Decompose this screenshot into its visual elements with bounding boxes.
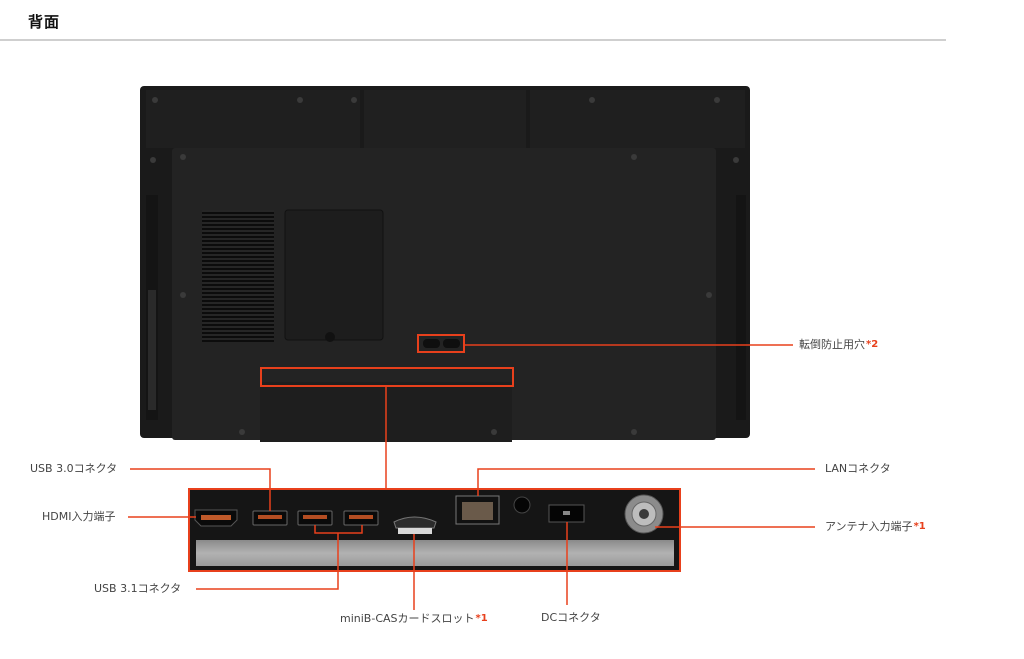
anti-tip-hole-left (423, 339, 440, 348)
connector-area-highlight (260, 367, 514, 387)
lan-label: LANコネクタ (825, 462, 891, 475)
upper-left-panel (146, 90, 360, 148)
page-title: 背面 (28, 13, 61, 31)
minibcas-slot (393, 516, 437, 529)
access-door (284, 209, 384, 341)
usb30-label: USB 3.0コネクタ (30, 462, 118, 475)
monitor-rear (140, 86, 750, 442)
lan-leader (477, 468, 815, 496)
chassis-screws (150, 97, 739, 435)
round-hole (513, 496, 531, 514)
dc-label: DCコネクタ (541, 611, 601, 624)
usb30-leader (130, 468, 271, 511)
minibcas-label: miniB-CASカードスロット*1 (340, 612, 488, 625)
hdmi-label: HDMI入力端子 (42, 510, 116, 523)
connector-panel-highlight (188, 488, 681, 572)
antenna-label: アンテナ入力端子*1 (825, 520, 926, 533)
right-side-ridge (736, 195, 746, 420)
anti-tip-hole-highlight (417, 334, 465, 353)
left-side-slot (148, 290, 156, 410)
anti-tip-hole-right (443, 339, 460, 348)
usb31-label: USB 3.1コネクタ (94, 582, 182, 595)
access-door-screw (325, 332, 335, 342)
hdmi-port-contacts (201, 515, 231, 520)
header-divider (0, 39, 946, 41)
upper-center-panel (364, 90, 526, 148)
vent-grille (202, 210, 274, 342)
connector-panel-zoom (189, 489, 680, 571)
callout-lines (128, 344, 815, 610)
connector-panel-face (196, 540, 674, 566)
usb31-leader (196, 533, 339, 590)
upper-right-panel (530, 90, 745, 148)
anti-tip-hole-label: 転倒防止用穴*2 (799, 338, 879, 351)
